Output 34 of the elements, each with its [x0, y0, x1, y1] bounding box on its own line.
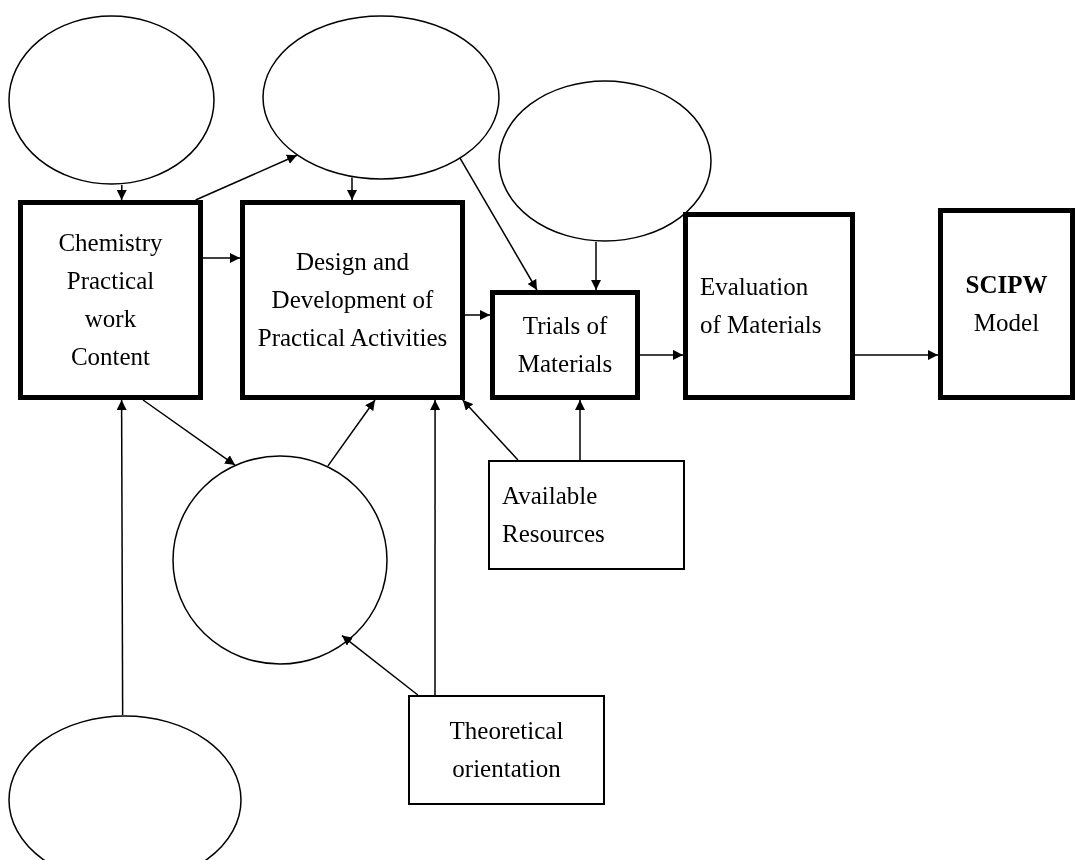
arrow	[116, 399, 127, 716]
arrow	[327, 399, 376, 467]
input-box	[488, 460, 685, 570]
arrow	[347, 176, 357, 201]
box-label: Design and Development of Practical Activities	[257, 247, 448, 353]
arrow	[202, 253, 241, 263]
arrow	[341, 634, 419, 696]
process-box	[18, 200, 203, 400]
arrow	[430, 399, 441, 696]
process-box	[240, 200, 465, 400]
box-label: Theoretical orientation	[448, 716, 565, 784]
box-label: SCIPW Model	[964, 270, 1049, 338]
empty-ellipse	[8, 15, 215, 185]
empty-ellipse	[498, 80, 712, 242]
box-label: Chemistry Practical work Content	[57, 228, 164, 372]
arrow	[142, 399, 236, 466]
empty-ellipse	[172, 455, 388, 665]
process-box	[683, 212, 855, 400]
process-box	[490, 290, 640, 400]
arrow	[194, 154, 298, 201]
box-label: Evaluation of Materials	[700, 272, 823, 340]
box-label: Available Resources	[502, 481, 606, 549]
arrow	[854, 350, 939, 361]
empty-ellipse	[262, 15, 500, 180]
box-label: Trials of Materials	[516, 311, 614, 379]
arrow	[591, 241, 602, 291]
arrow	[462, 399, 519, 461]
input-box	[408, 695, 605, 805]
arrow	[575, 399, 585, 461]
arrow	[464, 310, 491, 320]
arrow	[459, 157, 538, 291]
arrow	[116, 184, 127, 201]
arrow	[639, 349, 684, 360]
process-box	[938, 208, 1075, 400]
